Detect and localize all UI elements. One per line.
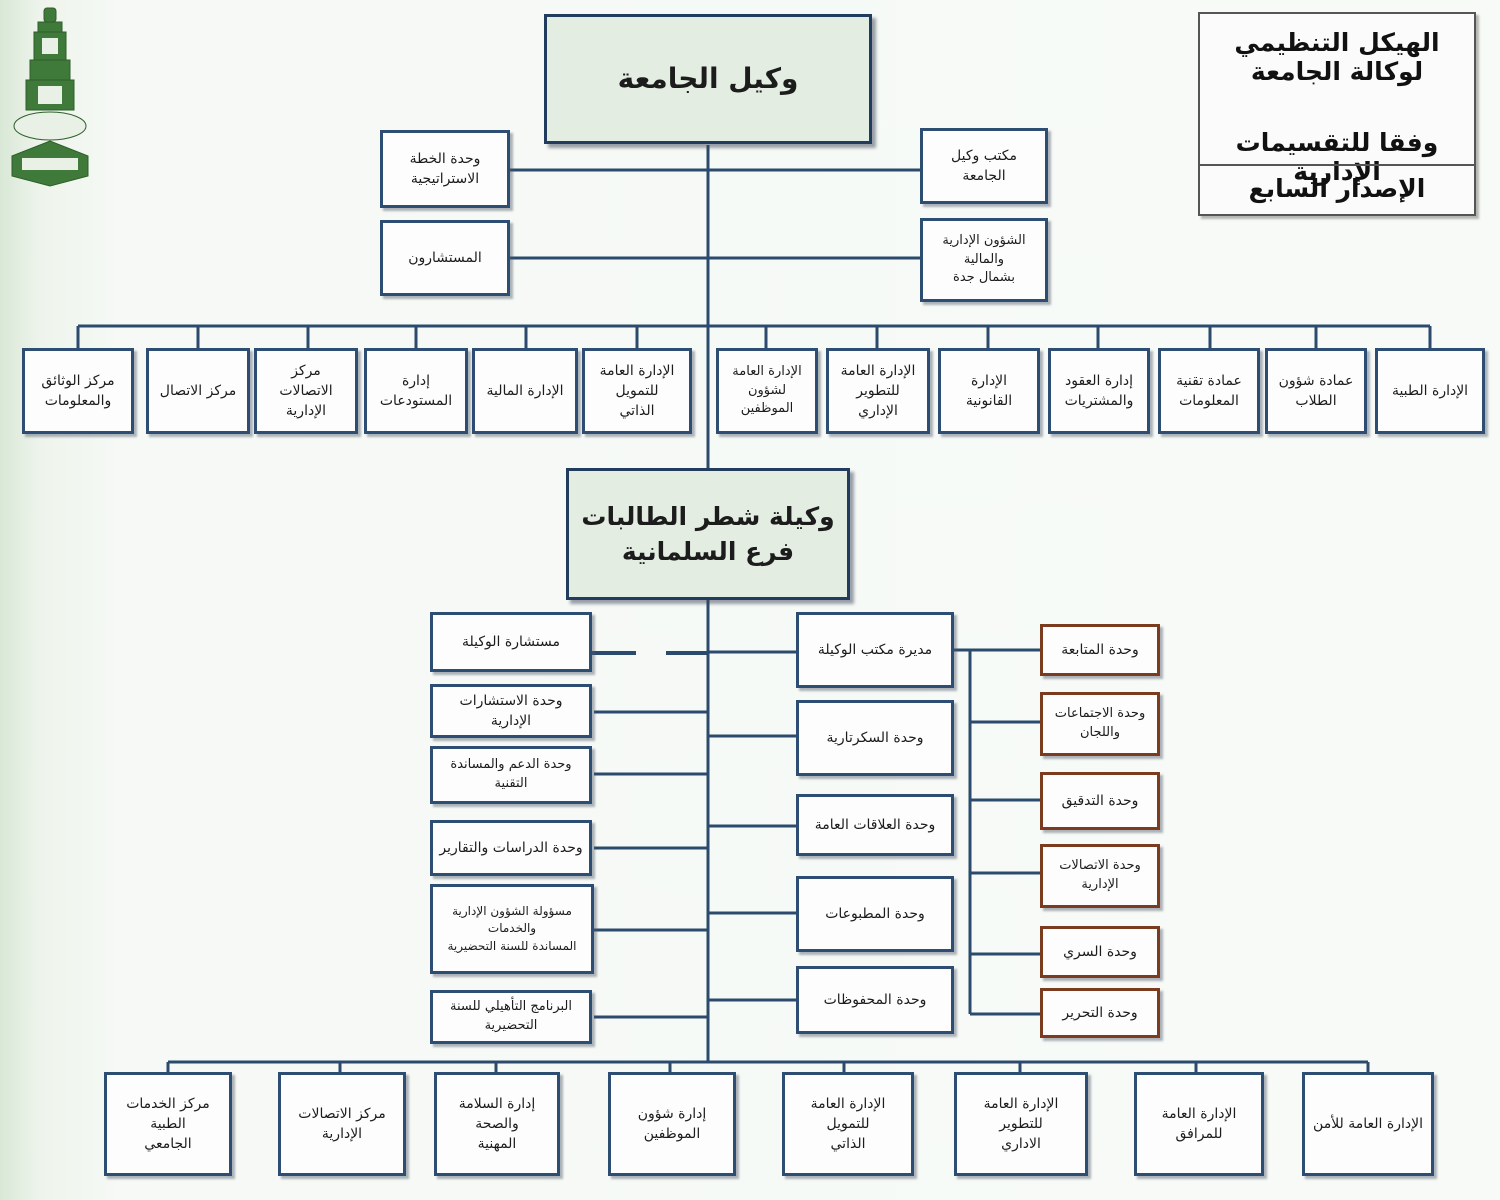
node-printing-unit: وحدة المطبوعات — [796, 876, 954, 952]
node-vp-office: مكتب وكيل الجامعة — [920, 128, 1048, 204]
node-admin-comm-center-branch: مركز الاتصالات الإدارية — [278, 1072, 406, 1176]
node-medical-services-center: مركز الخدمات الطبية الجامعي — [104, 1072, 232, 1176]
node-editing-unit: وحدة التحرير — [1040, 988, 1160, 1038]
chart-edition: الإصدار السابع — [1248, 174, 1426, 203]
node-advisors: المستشارون — [380, 220, 510, 296]
node-studies-reports-unit: وحدة الدراسات والتقارير — [430, 820, 592, 876]
node-dept-self-funding: الإدارة العامة للتمويل الذاتي — [582, 348, 692, 434]
node-dept-finance: الإدارة المالية — [472, 348, 578, 434]
chart-title-box: الهيكل التنظيمي لوكالة الجامعة وفقا للتق… — [1198, 12, 1476, 216]
node-vp-advisor: مستشارة الوكيلة — [430, 612, 592, 672]
node-vice-president: وكيل الجامعة — [544, 14, 872, 144]
node-tech-support-unit: وحدة الدعم والمساندة التقنية — [430, 746, 592, 804]
node-archives-unit: وحدة المحفوظات — [796, 966, 954, 1034]
chart-title: الهيكل التنظيمي لوكالة الجامعة — [1234, 28, 1440, 86]
node-public-relations-unit: وحدة العلاقات العامة — [796, 794, 954, 856]
node-dept-legal: الإدارة القانونية — [938, 348, 1040, 434]
node-safety-health-dept: إدارة السلامة والصحة المهنية — [434, 1072, 560, 1176]
node-dept-it-deanship: عمادة تقنية المعلومات — [1158, 348, 1260, 434]
chart-subtitle: وفقا للتقسيمات الإدارية — [1235, 128, 1439, 186]
node-meetings-unit: وحدة الاجتماعات واللجان — [1040, 692, 1160, 756]
node-office-director: مديرة مكتب الوكيلة — [796, 612, 954, 688]
node-dept-documents-center: مركز الوثائق والمعلومات — [22, 348, 134, 434]
node-admin-comm-unit: وحدة الاتصالات الإدارية — [1040, 844, 1160, 908]
university-logo — [11, 7, 89, 187]
node-confidential-unit: وحدة السري — [1040, 926, 1160, 978]
node-admin-development-dept: الإدارة العامة للتطوير الاداري — [954, 1072, 1088, 1176]
node-security-dept: الإدارة العامة للأمن — [1302, 1072, 1434, 1176]
node-staff-affairs-dept: إدارة شؤون الموظفين — [608, 1072, 736, 1176]
node-self-funding-dept: الإدارة العامة للتمويل الذاتي — [782, 1072, 914, 1176]
node-prep-year-admin: مسؤولة الشؤون الإدارية والخدمات المساندة… — [430, 884, 594, 974]
node-strategic-plan-unit: وحدة الخطة الاستراتيجية — [380, 130, 510, 208]
node-dept-staff-affairs: الإدارة العامة لشؤون الموظفين — [716, 348, 818, 434]
node-audit-unit: وحدة التدقيق — [1040, 772, 1160, 830]
node-dept-student-affairs: عمادة شؤون الطلاب — [1265, 348, 1367, 434]
node-prep-year-program: البرنامج التأهيلي للسنة التحضيرية — [430, 990, 592, 1044]
node-dept-call-center: مركز الاتصال — [146, 348, 250, 434]
node-dept-admin-development: الإدارة العامة للتطوير الإداري — [826, 348, 930, 434]
node-dept-medical: الإدارة الطبية — [1375, 348, 1485, 434]
node-secretariat-unit: وحدة السكرتارية — [796, 700, 954, 776]
node-dept-warehouses: إدارة المستودعات — [364, 348, 468, 434]
node-followup-unit: وحدة المتابعة — [1040, 624, 1160, 676]
node-dept-admin-comm-center: مركز الاتصالات الإدارية — [254, 348, 358, 434]
node-admin-finance-north: الشؤون الإدارية والمالية بشمال جدة — [920, 218, 1048, 302]
title-divider — [1200, 164, 1474, 166]
node-female-branch-head: وكيلة شطر الطالبات فرع السلمانية — [566, 468, 850, 600]
node-admin-consulting-unit: وحدة الاستشارات الإدارية — [430, 684, 592, 738]
node-facilities-dept: الإدارة العامة للمرافق — [1134, 1072, 1264, 1176]
node-dept-contracts: إدارة العقود والمشتريات — [1048, 348, 1150, 434]
